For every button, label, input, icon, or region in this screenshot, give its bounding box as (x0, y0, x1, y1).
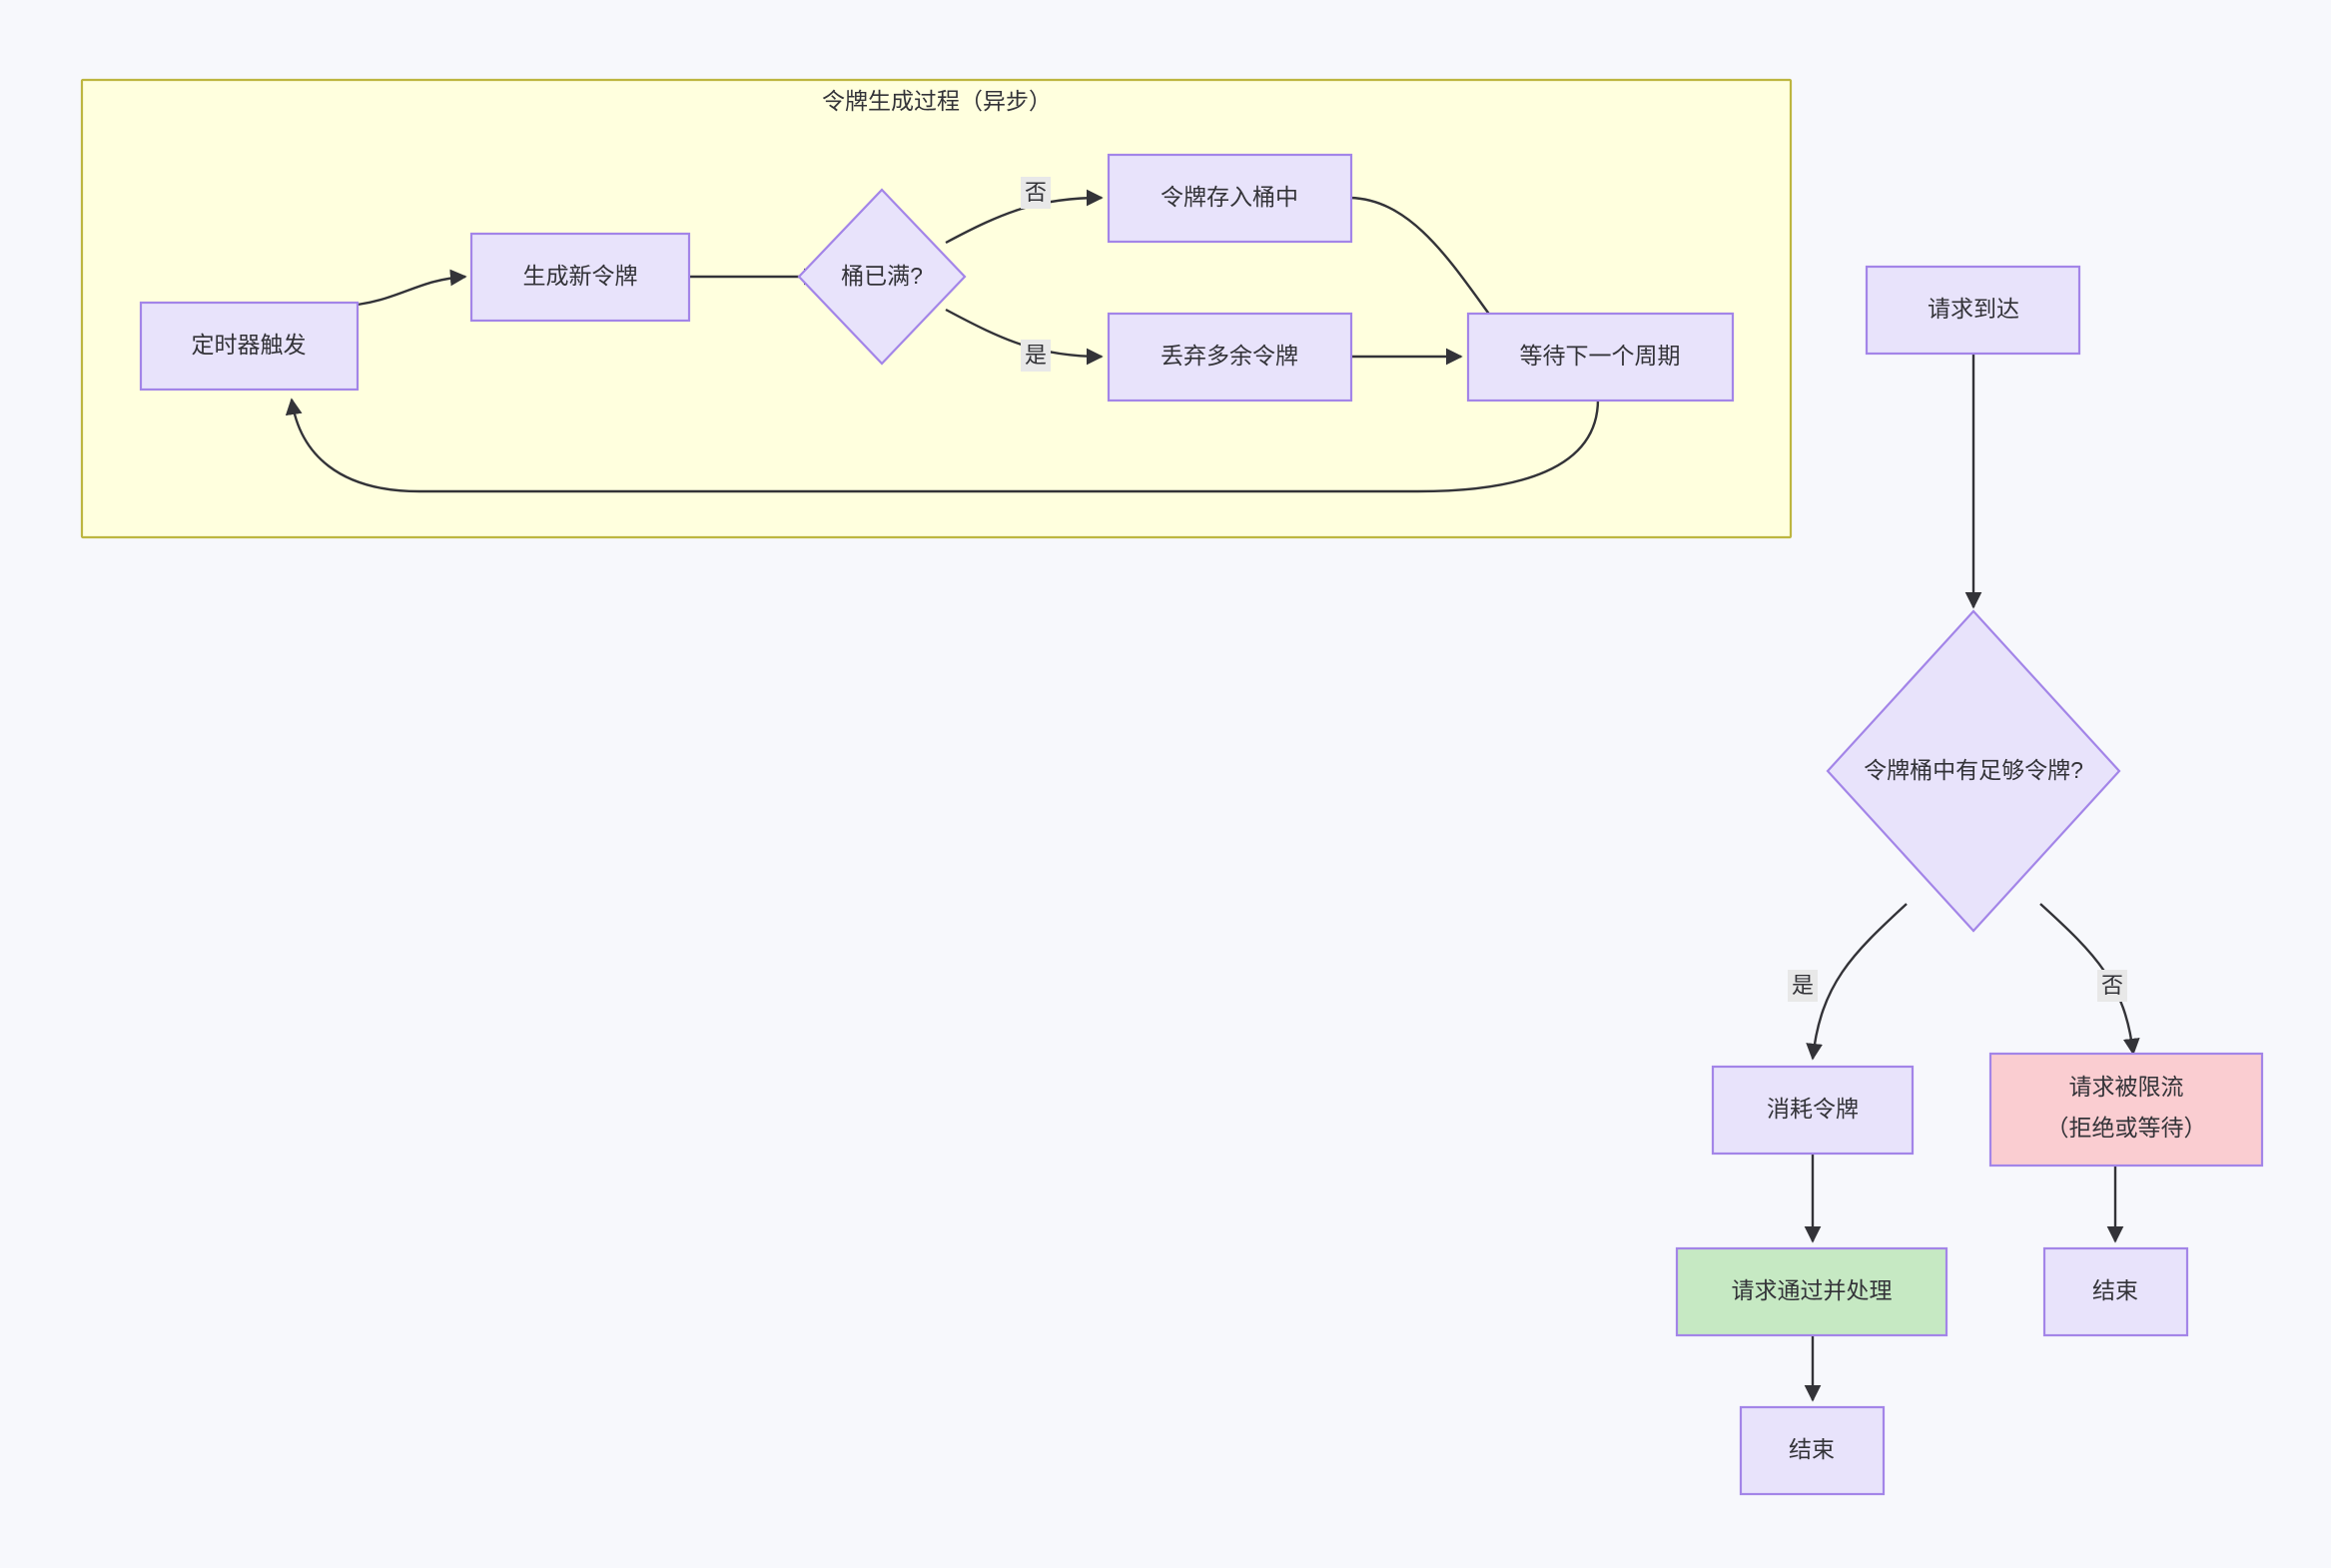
edge-layer-request: 是 否 (1788, 353, 2140, 1402)
edge-timer-to-generate (357, 269, 467, 307)
node-box[interactable] (469, 232, 691, 323)
node-label: 生成新令牌 (523, 263, 638, 289)
node-bucket-full[interactable]: 桶已满? (797, 188, 967, 366)
edge-enough-to-consume (1806, 903, 1908, 1061)
edge-label-text: 否 (1025, 180, 1047, 205)
node-label: 定时器触发 (192, 332, 307, 358)
node-box[interactable] (1988, 1052, 2264, 1168)
node-box[interactable] (139, 301, 360, 392)
edge-label-text: 是 (1025, 343, 1047, 368)
node-generate-token[interactable]: 生成新令牌 (469, 232, 691, 323)
node-box[interactable] (1739, 1405, 1886, 1496)
node-request-processed[interactable]: 请求通过并处理 (1675, 1246, 1948, 1337)
edge-label-no-enough: 否 (2097, 970, 2127, 1002)
node-request-throttled[interactable]: 请求被限流 （拒绝或等待） (1988, 1052, 2264, 1168)
node-box[interactable] (1107, 312, 1353, 402)
node-label: 桶已满? (841, 263, 923, 289)
node-consume-token[interactable]: 消耗令牌 (1711, 1065, 1915, 1156)
node-request-arrive[interactable]: 请求到达 (1865, 265, 2081, 356)
node-box[interactable] (1466, 312, 1735, 402)
node-end-success[interactable]: 结束 (1739, 1405, 1886, 1496)
edge-layer-cluster: 否 是 (285, 177, 1600, 493)
cluster-title: 令牌生成过程（异步） (822, 88, 1052, 114)
node-box[interactable] (1675, 1246, 1948, 1337)
node-end-throttled[interactable]: 结束 (2042, 1246, 2189, 1337)
node-label: 请求通过并处理 (1732, 1277, 1893, 1303)
node-discard-token[interactable]: 丢弃多余令牌 (1107, 312, 1353, 402)
node-label: 令牌桶中有足够令牌? (1864, 757, 2083, 783)
node-label: 等待下一个周期 (1520, 343, 1681, 369)
edge-label-text: 是 (1792, 973, 1814, 998)
node-wait-next-cycle[interactable]: 等待下一个周期 (1466, 312, 1735, 402)
node-enough-tokens[interactable]: 令牌桶中有足够令牌? (1826, 609, 2121, 933)
node-label-line1: 请求被限流 (2069, 1074, 2184, 1100)
edge-label-yes-bucketfull: 是 (1021, 340, 1051, 372)
node-diamond[interactable] (797, 188, 967, 366)
node-label: 令牌存入桶中 (1161, 184, 1298, 210)
node-box[interactable] (1107, 153, 1353, 244)
node-label-line2: （拒绝或等待） (2046, 1115, 2207, 1141)
node-store-token[interactable]: 令牌存入桶中 (1107, 153, 1353, 244)
node-diamond[interactable] (1826, 609, 2121, 933)
node-label: 请求到达 (1928, 296, 2019, 322)
node-box[interactable] (1711, 1065, 1915, 1156)
edge-wait-to-timer (285, 397, 1600, 493)
node-label: 结束 (2092, 1277, 2138, 1303)
cluster-box (80, 78, 1793, 539)
edge-label-yes-enough: 是 (1788, 970, 1818, 1002)
node-label: 丢弃多余令牌 (1161, 343, 1298, 369)
cluster-token-generation: 令牌生成过程（异步） (80, 78, 1793, 539)
node-label: 消耗令牌 (1767, 1096, 1859, 1122)
edge-label-no-bucketfull: 否 (1021, 177, 1051, 209)
edge-label-text: 否 (2101, 973, 2123, 998)
node-box[interactable] (1865, 265, 2081, 356)
node-box[interactable] (2042, 1246, 2189, 1337)
node-label: 结束 (1789, 1436, 1835, 1462)
node-timer-trigger[interactable]: 定时器触发 (139, 301, 360, 392)
